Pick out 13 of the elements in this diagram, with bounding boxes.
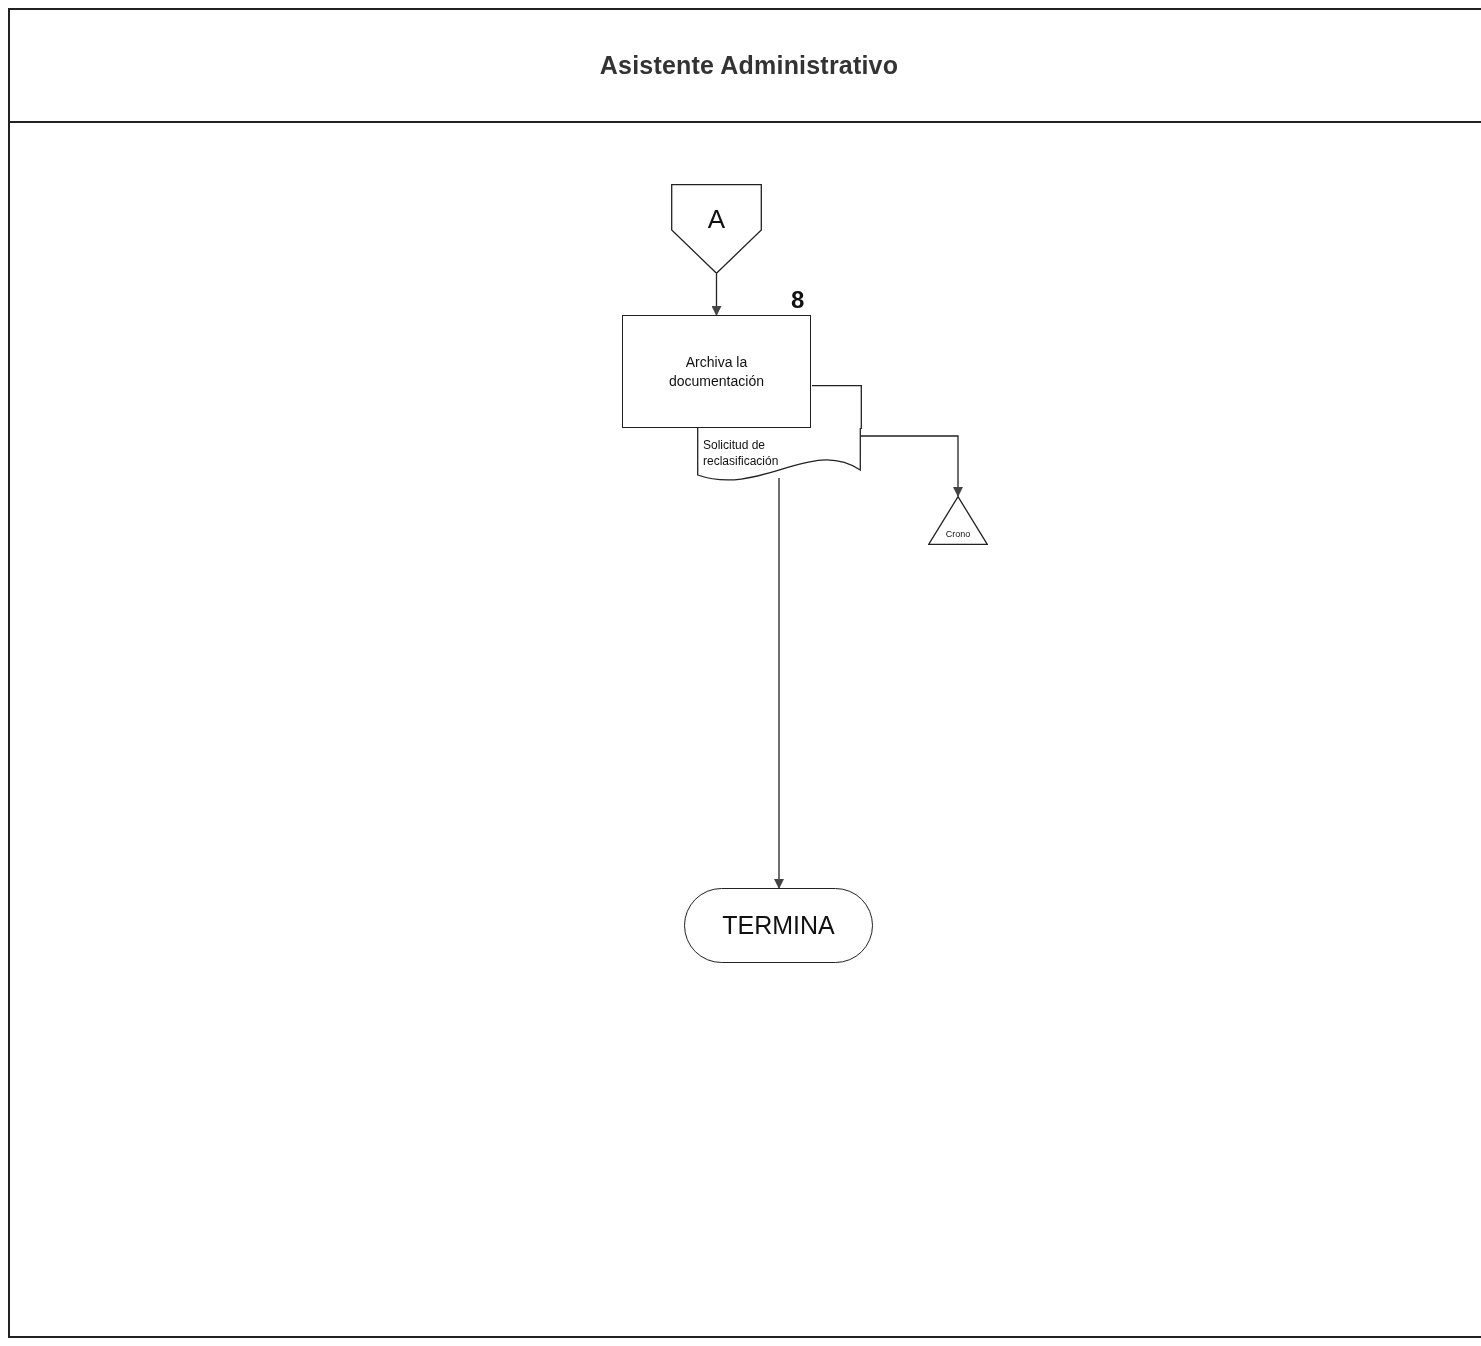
arrow bbox=[774, 477, 784, 889]
node-label: A bbox=[707, 203, 726, 236]
process-box bbox=[622, 315, 811, 428]
step-number: 8 bbox=[791, 287, 805, 313]
archive-triangle bbox=[928, 496, 988, 545]
arrow bbox=[860, 435, 963, 497]
node-label: TERMINA bbox=[722, 909, 835, 941]
title: Asistente Administrativo bbox=[599, 49, 899, 81]
arrow bbox=[711, 273, 722, 316]
off-page-connector bbox=[671, 184, 762, 274]
node-label: Archiva la documentación bbox=[668, 352, 765, 391]
node-label: Crono bbox=[945, 527, 971, 541]
node-label: Solicitud de reclasificación bbox=[703, 437, 780, 469]
